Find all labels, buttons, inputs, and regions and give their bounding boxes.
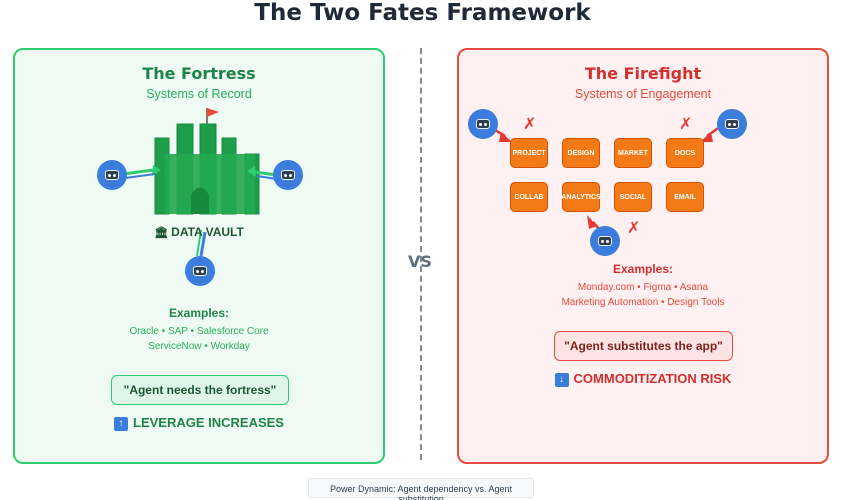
bank-icon: 🏛 (154, 227, 169, 239)
fortress-examples-line: ServiceNow • Workday (148, 341, 250, 352)
app-tile-project: PROJECT (510, 138, 548, 168)
agent-icon (590, 226, 620, 256)
app-tile-design: DESIGN (562, 138, 600, 168)
fortress-illustration (122, 108, 284, 257)
arrow-up-icon: ↑ (114, 417, 128, 431)
firefight-examples-line: Marketing Automation • Design Tools (561, 297, 725, 308)
agent-icon (468, 109, 498, 139)
app-tile-docs: DOCS (666, 138, 704, 168)
fortress-examples-heading: Examples: (168, 306, 230, 320)
firefight-subtitle: Systems of Engagement (574, 87, 712, 101)
fortress-outcome: ↑LEVERAGE INCREASES (15, 415, 383, 431)
app-tile-analytics: ANALYTICS (561, 182, 601, 212)
center-divider (420, 48, 422, 460)
vs-label: VS (408, 252, 432, 271)
fortress-subtitle: Systems of Record (146, 87, 252, 101)
agent-icon (185, 256, 215, 286)
fortress-quote: "Agent needs the fortress" (111, 375, 289, 405)
cross-mark-icon: ✗ (679, 114, 693, 133)
firefight-title: The Firefight (584, 64, 702, 83)
app-tile-social: SOCIAL (614, 182, 652, 212)
firefight-panel: The Firefight Systems of Engagement PROJ… (457, 48, 829, 464)
app-tile-email: EMAIL (666, 182, 704, 212)
firefight-examples-line: Monday.com • Figma • Asana (577, 282, 709, 293)
firefight-examples-heading: Examples: (612, 262, 674, 276)
app-tile-market: MARKET (614, 138, 652, 168)
cross-mark-icon: ✗ (523, 114, 537, 133)
firefight-quote: "Agent substitutes the app" (554, 331, 733, 361)
fortress-examples-line: Oracle • SAP • Salesforce Core (129, 326, 269, 337)
firefight-illustration (484, 122, 725, 237)
data-vault-label: 🏛DATA VAULT (154, 225, 244, 239)
fortress-castle-icon (154, 108, 260, 215)
fortress-panel: The Fortress Systems of Record 🏛DATA VAU… (13, 48, 385, 464)
cross-mark-icon: ✗ (627, 218, 641, 237)
app-tile-collab: COLLAB (510, 182, 548, 212)
agent-icon (97, 160, 127, 190)
agent-icon (273, 160, 303, 190)
agent-icon (717, 109, 747, 139)
fortress-title: The Fortress (142, 64, 256, 83)
page-title: The Two Fates Framework (254, 0, 591, 26)
arrow-down-icon: ↓ (554, 373, 569, 387)
caption: Power Dynamic: Agent dependency vs. Agen… (308, 478, 534, 500)
firefight-outcome: ↓COMMODITIZATION RISK (459, 371, 827, 387)
